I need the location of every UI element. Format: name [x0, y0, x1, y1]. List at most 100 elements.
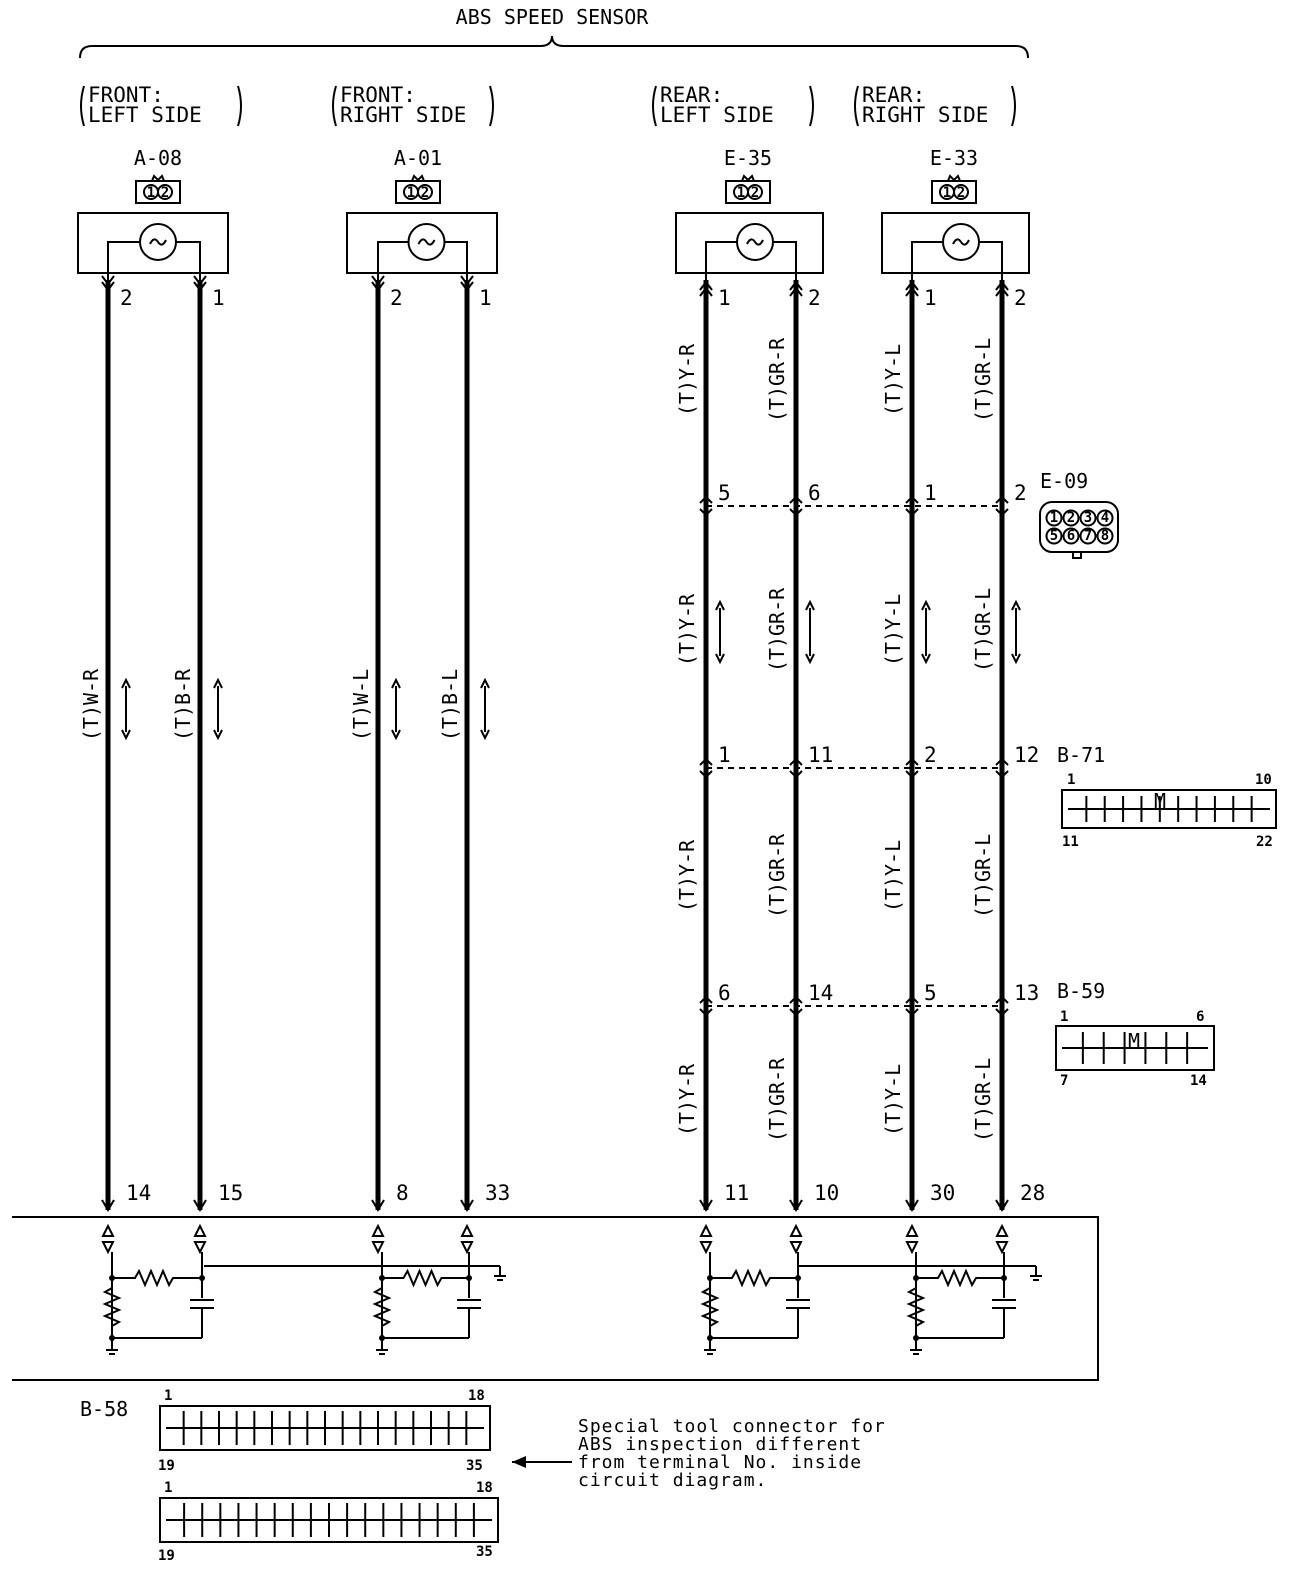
wire-color-label: (T)GR-R [765, 587, 789, 672]
sensor-side-line1: REAR: [660, 83, 723, 107]
ecu-input-circuit-2 [371, 1223, 481, 1355]
e09-pin: 1 [1050, 510, 1058, 526]
wire-color-label: (T)GR-R [765, 833, 789, 918]
connector-pin-2: 2 [957, 185, 965, 201]
junction-pin-label: 5 [924, 981, 937, 1005]
wire-color-label: (T)GR-L [971, 338, 995, 422]
b71-center-mark: M [1154, 789, 1166, 813]
sensor-pin-right: 2 [1014, 286, 1027, 310]
b58b-corner-18: 18 [476, 1480, 493, 1496]
junction-pin-label: 5 [718, 481, 731, 505]
paren-left [80, 85, 85, 127]
note-arrow [512, 1456, 572, 1468]
resistor-icon [916, 1268, 1004, 1288]
b58b-corner-1: 1 [164, 1480, 172, 1496]
sensor-pin-left: 1 [924, 286, 937, 310]
junction-pin-label: 6 [718, 981, 731, 1005]
wire-color-label: (T)GR-R [765, 337, 789, 422]
paren-right [1011, 85, 1016, 127]
b71-connector-face: B-71 1 10 11 22 M [1057, 743, 1277, 850]
resistor-icon [710, 1268, 798, 1288]
ground-icon [704, 1338, 716, 1355]
b58-label: B-58 [80, 1397, 128, 1421]
wire-color-label: (T)GR-R [765, 1057, 789, 1142]
junction-pin-label: 14 [808, 981, 833, 1005]
junction-pin-label: 2 [1014, 481, 1027, 505]
sensor-body [881, 212, 1030, 274]
sensor-body [346, 212, 498, 274]
sensor-body [77, 212, 229, 274]
b59-connector-face: B-59 1 6 7 14 M [1055, 979, 1215, 1089]
ecu-pin-label: 14 [126, 1181, 151, 1205]
connector-pin-2: 2 [161, 185, 169, 201]
sensor-body [675, 212, 824, 274]
e09-pin: 4 [1101, 510, 1109, 526]
ecu-input-circuit-4 [905, 1223, 1016, 1355]
wire-color-label: (T)Y-L [881, 594, 905, 666]
note-line-4: circuit diagram. [578, 1470, 767, 1491]
wire-color-label: (T)B-R [171, 668, 195, 741]
title-brace [79, 35, 1029, 59]
note-line-3: from terminal No. inside [578, 1452, 862, 1473]
ground-icon [1030, 1266, 1042, 1281]
paren-left [332, 85, 337, 127]
e09-pin: 2 [1067, 510, 1075, 526]
sensor-side-line1: FRONT: [88, 83, 164, 107]
b59-corner-1: 1 [1060, 1009, 1068, 1025]
wire-color-label: (T)W-L [349, 669, 373, 741]
sensor-side-line2: RIGHT SIDE [862, 103, 988, 127]
wire-color-label: (T)GR-L [971, 588, 995, 672]
b58-corner-18: 18 [468, 1388, 485, 1404]
b59-corner-14: 14 [1190, 1073, 1207, 1089]
connector-pin-1: 1 [147, 185, 155, 201]
resistor-icon [382, 1268, 469, 1288]
sensor-pin-right: 1 [212, 286, 225, 310]
ecu-pin-label: 15 [218, 1181, 243, 1205]
e09-pin: 8 [1101, 528, 1109, 544]
b58-corner-19: 19 [158, 1458, 175, 1474]
ground-icon [910, 1338, 922, 1355]
resistor-icon [906, 1287, 926, 1327]
b58-corner-1: 1 [164, 1388, 172, 1404]
wire-color-label: (T)Y-L [881, 1064, 905, 1136]
sensor-pin-right: 1 [479, 286, 492, 310]
resistor-icon [372, 1287, 392, 1327]
b58-connector-face: B-58 1 18 19 35 1 18 19 35 [80, 1388, 499, 1564]
b58-corner-35: 35 [466, 1458, 483, 1474]
ground-icon [376, 1338, 388, 1355]
sensor-side-line1: REAR: [862, 83, 925, 107]
b71-corner-10: 10 [1255, 772, 1272, 788]
junction-pin-label: 11 [808, 743, 833, 767]
wire-color-label: (T)Y-L [881, 344, 905, 416]
junction-pin-label: 12 [1014, 743, 1039, 767]
b71-corner-1: 1 [1067, 772, 1075, 788]
sensor-connector-id: A-08 [134, 146, 182, 170]
wire-color-label: (T)GR-L [971, 1058, 995, 1142]
connector-pin-2: 2 [421, 185, 429, 201]
wire-color-label: (T)W-R [79, 668, 103, 741]
sensor-side-line2: RIGHT SIDE [340, 103, 466, 127]
e09-pin: 6 [1067, 528, 1075, 544]
sensor-connector-id: E-35 [724, 146, 772, 170]
wire-color-label: (T)Y-R [675, 343, 699, 416]
junction-pin-label: 1 [924, 481, 937, 505]
ecu-pin-label: 10 [814, 1181, 839, 1205]
resistor-icon [700, 1287, 720, 1327]
b71-corner-11: 11 [1062, 834, 1079, 850]
paren-left [854, 85, 859, 127]
b71-label: B-71 [1057, 743, 1105, 767]
b58b-corner-35: 35 [476, 1544, 493, 1560]
ecu-pin-label: 8 [396, 1181, 409, 1205]
sensor-pin-left: 2 [390, 286, 403, 310]
e09-pin: 3 [1084, 510, 1092, 526]
paren-right [237, 85, 242, 127]
